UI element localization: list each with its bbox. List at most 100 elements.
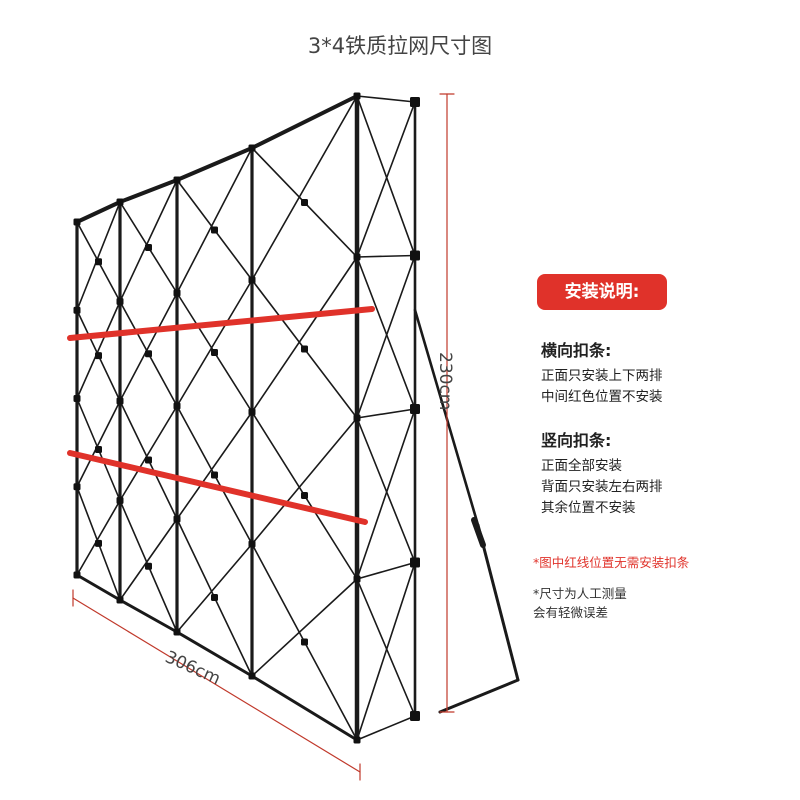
measurement-note-line-2: 会有轻微误差 — [533, 605, 609, 620]
frame-joint — [353, 92, 361, 100]
frame-joint — [353, 736, 361, 744]
frame-joint — [73, 395, 81, 402]
red-bar-lower — [67, 450, 368, 525]
frame-joint — [173, 628, 181, 636]
frame-bottom-rail — [175, 630, 254, 678]
dimension-lines — [72, 93, 455, 781]
frame-joint — [116, 497, 124, 504]
red-buckle-bars — [67, 306, 375, 525]
frame-connector — [356, 715, 416, 741]
frame-brace — [356, 417, 416, 564]
frame-brace — [251, 256, 358, 413]
frame-joint — [145, 350, 152, 358]
frame-brace — [356, 254, 416, 419]
frame-joint — [116, 298, 124, 305]
frame-joint — [173, 289, 181, 297]
horizontal-buckle-text: 正面只安装上下两排 中间红色位置不安装 — [541, 366, 663, 408]
frame-joint — [95, 258, 102, 266]
frame-brace — [76, 499, 121, 576]
vertical-buckle-text: 正面全部安装 背面只安装左右两排 其余位置不安装 — [541, 456, 663, 519]
frame-joint — [145, 244, 152, 251]
frame-top-rail — [250, 94, 359, 150]
frame-connector — [356, 561, 416, 580]
frame-brace — [76, 201, 121, 312]
frame-brace — [119, 518, 178, 601]
frame-joint — [116, 596, 124, 604]
install-instructions-badge: 安装说明: — [537, 274, 667, 310]
frame-joint — [248, 144, 256, 152]
frame-joint — [211, 349, 218, 356]
frame-brace — [176, 411, 253, 520]
frame-joint — [116, 397, 124, 405]
support-leg-clamp — [471, 517, 486, 548]
horizontal-buckle-heading: 横向扣条: — [541, 341, 612, 360]
frame-brace — [251, 417, 358, 545]
frame-joint — [173, 176, 181, 184]
frame-joint — [301, 199, 308, 206]
frame-joint — [145, 456, 152, 464]
frame-joint — [410, 97, 420, 107]
frame-bottom-rail — [250, 674, 359, 742]
vertical-line-3: 其余位置不安装 — [541, 500, 636, 516]
red-bar-upper — [67, 306, 375, 341]
frame-joint — [353, 253, 361, 261]
frame-brace — [356, 408, 416, 580]
frame-brace — [356, 256, 416, 410]
frame-top-rail — [118, 178, 179, 204]
frame-joint — [73, 306, 81, 314]
frame-joint — [95, 352, 102, 360]
page-title: 3*4铁质拉网尺寸图 — [307, 34, 493, 58]
frame-brace — [356, 101, 416, 258]
frame-joint — [410, 557, 420, 568]
frame-brace — [176, 147, 253, 294]
frame-joint — [73, 218, 81, 226]
frame-top-rail — [75, 200, 122, 224]
support-leg-foot — [438, 678, 520, 714]
height-dimension-label: 230cm — [435, 352, 455, 410]
frame-joint — [173, 515, 181, 523]
frame-brace — [119, 179, 178, 303]
frame-joint — [211, 594, 218, 601]
frame-joint — [301, 492, 308, 499]
frame-joint — [248, 408, 256, 416]
frame-joint — [116, 198, 124, 206]
frame-joint — [95, 446, 102, 453]
frame-brace — [119, 292, 178, 402]
frame-bottom-rail — [118, 598, 179, 634]
frame-joint — [95, 539, 102, 547]
frame-joint — [410, 250, 420, 261]
frame-joint — [410, 711, 420, 721]
measurement-note: *尺寸为人工测量 会有轻微误差 — [533, 584, 627, 622]
frame-brace — [356, 578, 416, 717]
frame-brace — [251, 578, 358, 677]
frame-connector — [356, 95, 416, 103]
horizontal-line-1: 正面只安装上下两排 — [541, 368, 663, 384]
frame-joint — [73, 483, 81, 491]
support-leg — [476, 523, 520, 682]
frame-joint — [211, 226, 218, 234]
frame-brace — [356, 95, 416, 257]
frame-connector — [356, 254, 416, 258]
frame-brace — [251, 95, 358, 281]
frame-connector — [356, 408, 416, 419]
horizontal-line-2: 中间红色位置不安装 — [541, 389, 663, 405]
frame-joint — [301, 638, 308, 646]
frame-joint — [173, 402, 181, 410]
frame-brace — [76, 400, 121, 488]
vertical-line-1: 正面全部安装 — [541, 458, 622, 474]
frame-joint — [211, 471, 218, 479]
frame-brace — [356, 561, 416, 741]
frame-brace — [176, 279, 253, 407]
frame-bottom-rail — [75, 573, 122, 602]
vertical-line-2: 背面只安装左右两排 — [541, 479, 663, 495]
frame-joint — [73, 571, 81, 579]
frame-joint — [248, 540, 256, 548]
frame-brace — [176, 543, 253, 633]
frame-top-rail — [175, 146, 254, 182]
vertical-buckle-heading: 竖向扣条: — [541, 431, 612, 450]
frame-brace — [119, 405, 178, 502]
frame-joint — [248, 276, 256, 284]
frame-joint — [353, 414, 361, 422]
